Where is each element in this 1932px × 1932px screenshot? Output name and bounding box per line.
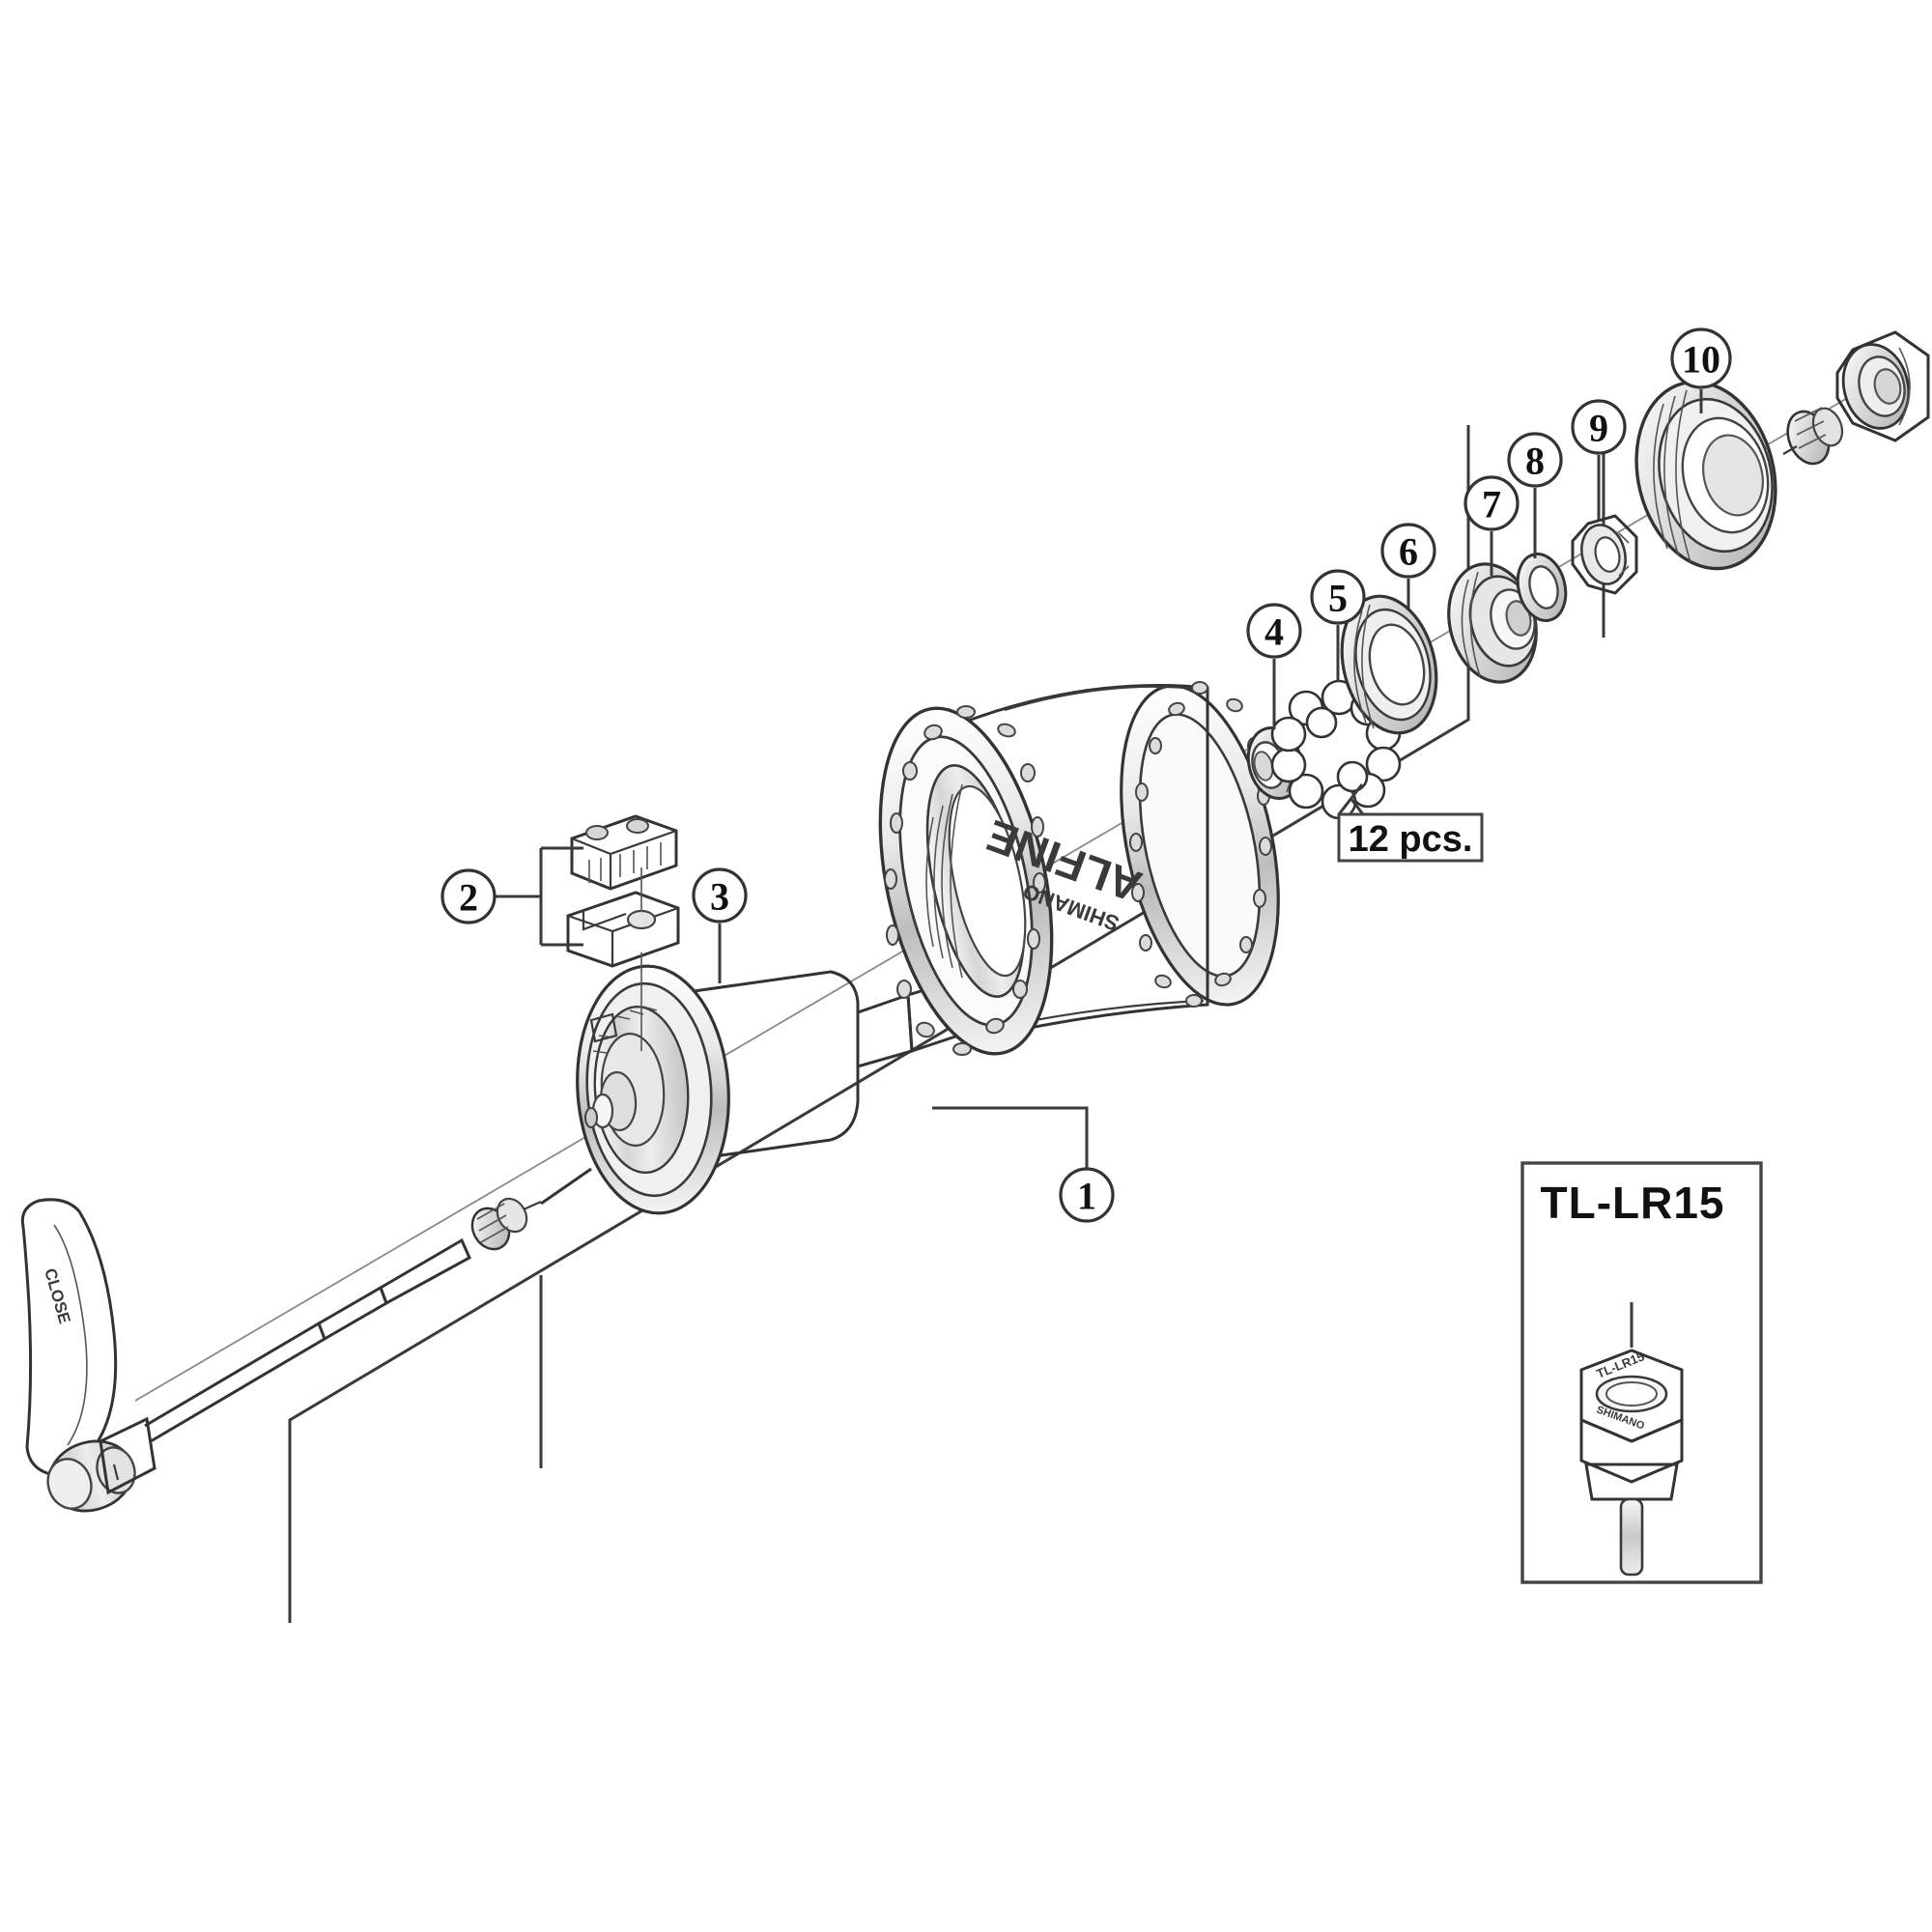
callout-label: 9: [1589, 407, 1608, 450]
callout-circle: [1059, 1167, 1115, 1223]
callout-3[interactable]: 3: [692, 867, 748, 923]
callout-circle: [1380, 523, 1436, 579]
skewer-spring-right: [1782, 407, 1844, 466]
hub-shell: ALFINE SHIMANO: [878, 681, 1280, 1056]
callout-leaders: [718, 389, 1703, 983]
callout-circle: [1310, 569, 1366, 625]
callout-8[interactable]: 8: [1507, 432, 1563, 488]
callout-label: 1: [1077, 1175, 1096, 1218]
callout-circle: [1246, 603, 1302, 659]
callout-6[interactable]: 6: [1380, 523, 1436, 579]
callout-label: 3: [710, 875, 729, 919]
quantity-note: 12 pcs.: [1337, 812, 1484, 863]
callout-circle: [1670, 327, 1732, 389]
skewer-spring-left: [470, 1197, 542, 1251]
callout-circle: [1507, 432, 1563, 488]
part-3-internal-gear-unit: [540, 964, 972, 1215]
callout-10[interactable]: 10: [1670, 327, 1732, 389]
callout-9[interactable]: 9: [1571, 399, 1627, 455]
callout-5[interactable]: 5: [1310, 569, 1366, 625]
spoke-holes-near: [884, 705, 1046, 1056]
callout-label: 8: [1525, 440, 1545, 483]
callout-label: 5: [1328, 577, 1348, 620]
callout-circle: [1571, 399, 1627, 455]
callout-label: 7: [1482, 483, 1501, 526]
part-8-washer: [1516, 553, 1568, 622]
callout-circle: [692, 867, 748, 923]
callout-4[interactable]: 4: [1246, 603, 1302, 659]
callout-label: 10: [1682, 338, 1720, 382]
callout-label: 4: [1264, 611, 1284, 654]
lever-close-text: CLOSE: [41, 1266, 73, 1326]
tool-box-title: TL-LR15: [1541, 1178, 1725, 1228]
callout-2[interactable]: 2: [440, 868, 497, 924]
part-10-cover-ring: [1634, 380, 1777, 571]
part-2-shift-components: [495, 814, 680, 1051]
quick-release-skewer: CLOSE: [20, 1197, 542, 1513]
part-6-seal-ring: [1340, 594, 1438, 735]
end-nut-cap: [1835, 330, 1930, 442]
callout-circle: [440, 868, 497, 924]
quantity-note-text: 12 pcs.: [1349, 819, 1473, 860]
callout-1[interactable]: 1: [1059, 1167, 1115, 1223]
callout-label: 2: [459, 876, 478, 920]
tool-box-panel: TL-LR15 TL-LR15 SHIMANO: [1520, 1161, 1763, 1584]
callout-7[interactable]: 7: [1463, 475, 1520, 531]
tl-lr15-tool: TL-LR15 SHIMANO: [1579, 1349, 1684, 1577]
part-9-lock-nut: [1571, 514, 1638, 595]
callout-label: 6: [1399, 530, 1418, 574]
part-7-cone: [1447, 562, 1538, 684]
callout-circle: [1463, 475, 1520, 531]
